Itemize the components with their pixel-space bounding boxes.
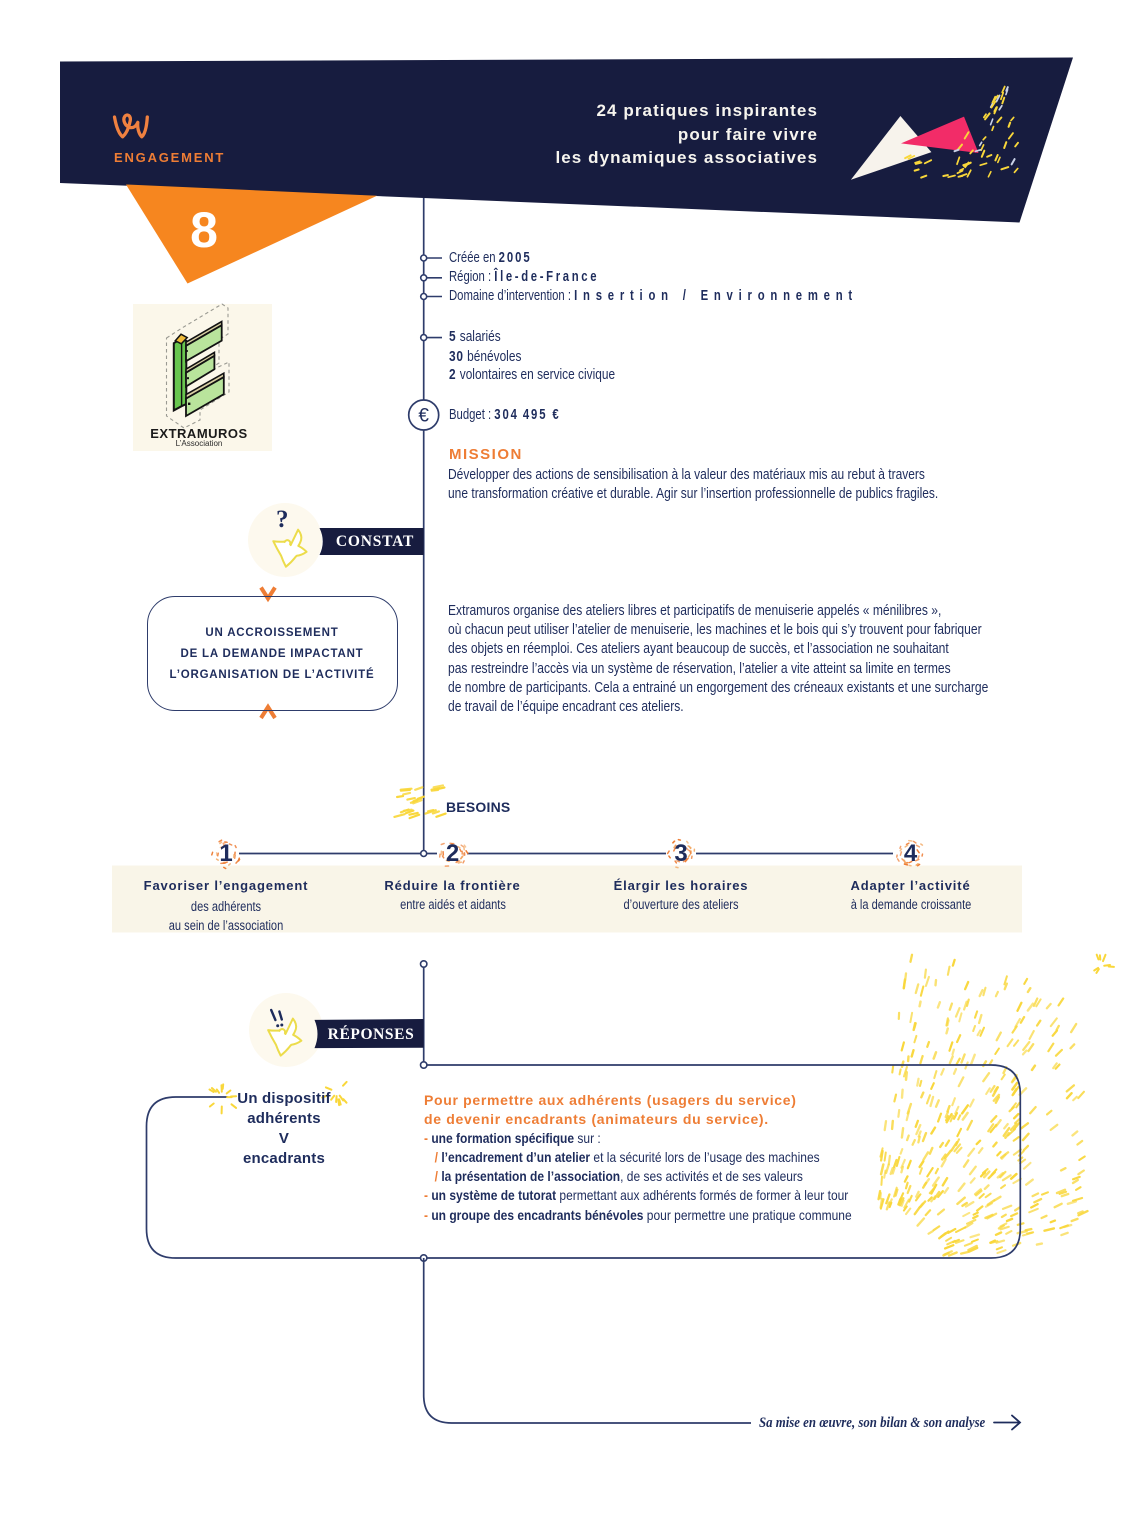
svg-text:€: € xyxy=(418,406,429,427)
